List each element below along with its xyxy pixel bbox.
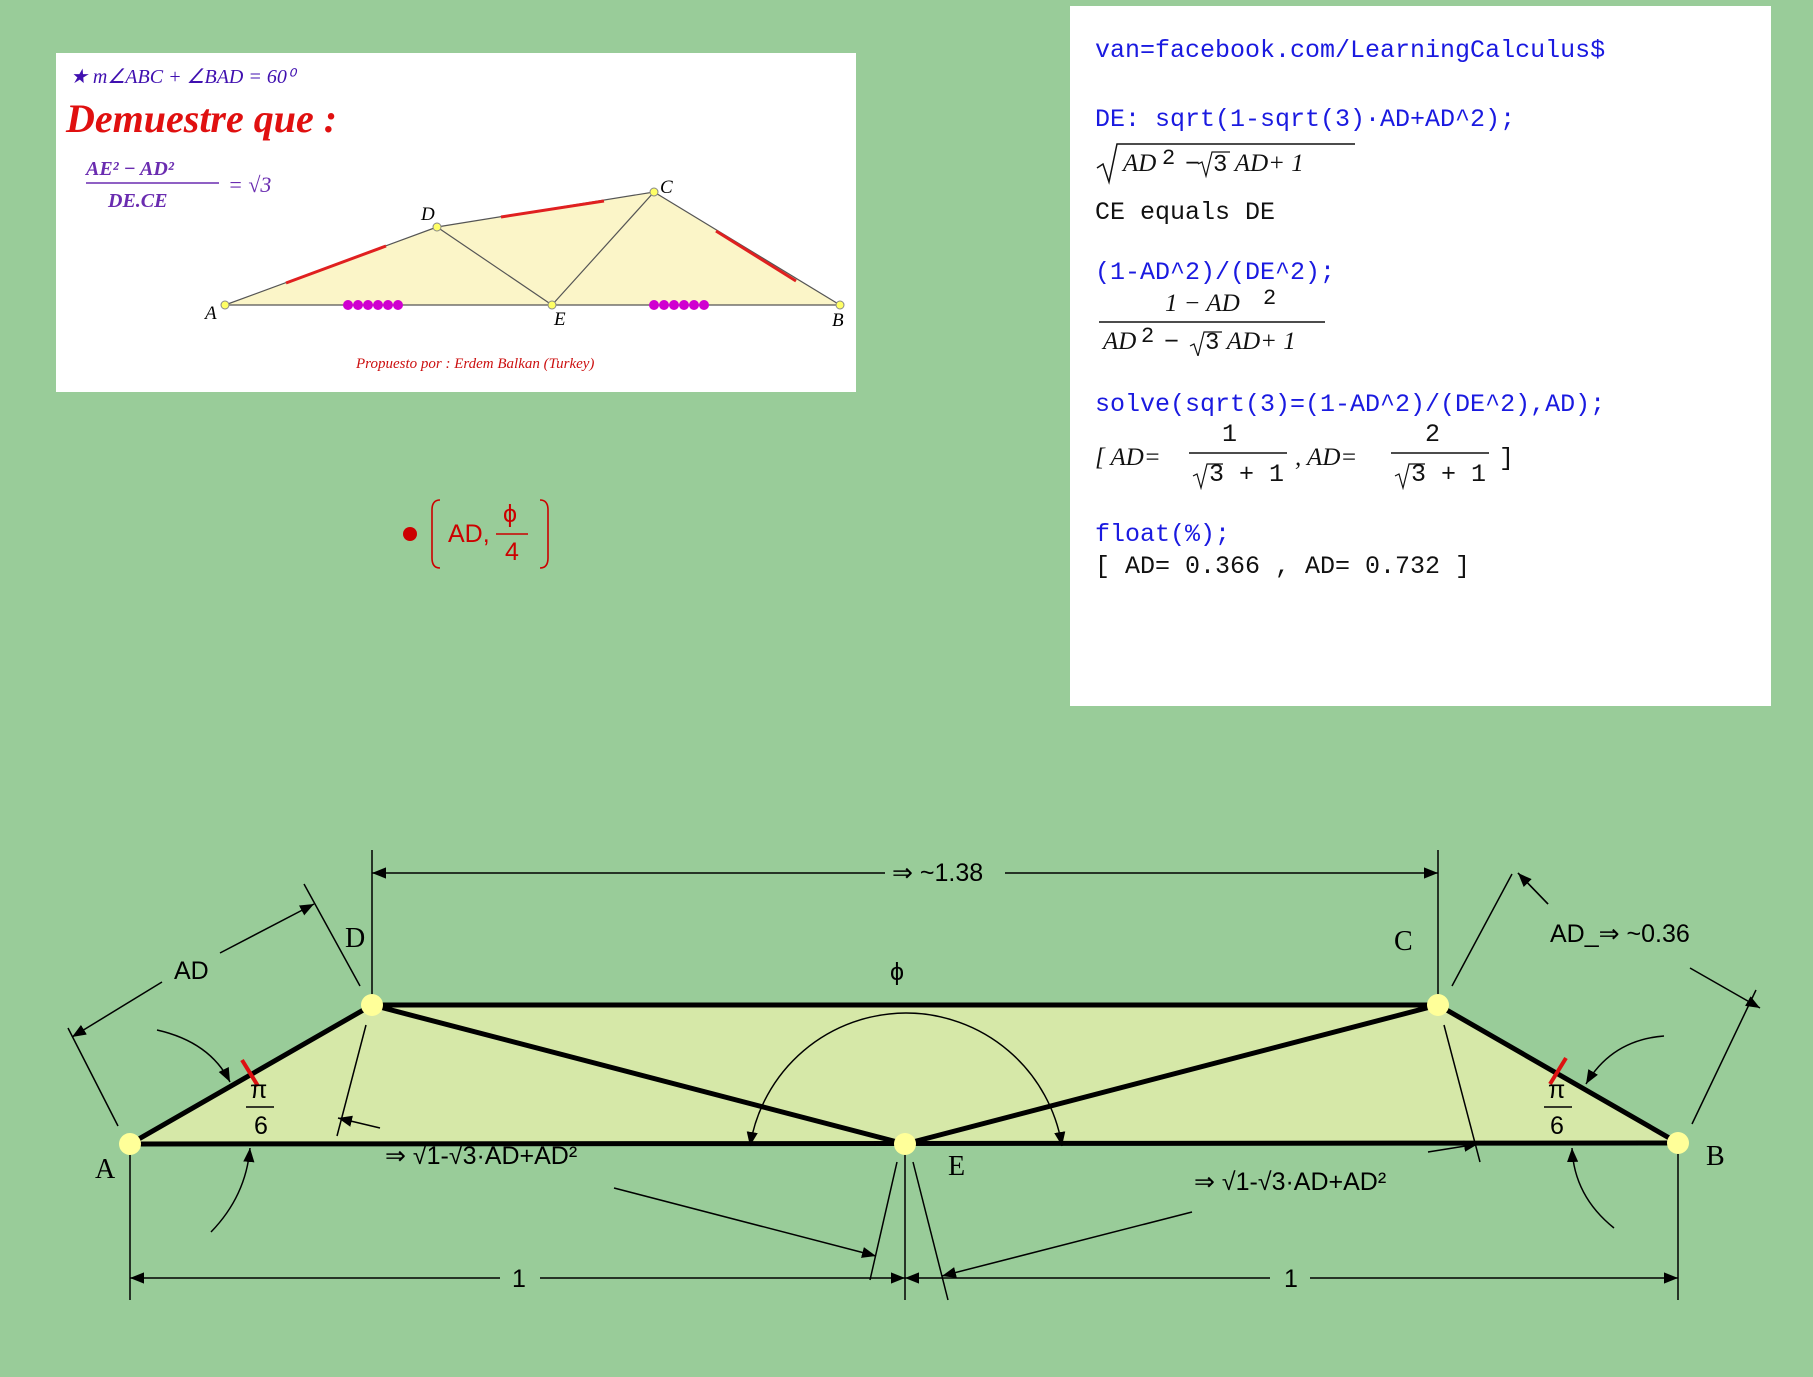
problem-label-e: E bbox=[553, 309, 566, 330]
formula-numerator: AE² − AD² bbox=[84, 158, 175, 180]
problem-image: A D C E B ★ m∠ABC + ∠BAD = 60⁰ Demuestre… bbox=[56, 53, 856, 392]
point-dot-icon bbox=[403, 527, 417, 541]
extension-line-c2 bbox=[1451, 873, 1513, 987]
formula-denominator: DE.CE bbox=[107, 190, 167, 212]
point-label: AD, ϕ 4 bbox=[400, 498, 560, 570]
angle-arc-left-lower bbox=[210, 1147, 255, 1233]
point-label-denominator: 4 bbox=[505, 538, 519, 566]
problem-segment-ce bbox=[551, 191, 655, 306]
cas-input-solve[interactable]: solve(sqrt(3)=(1-AD^2)/(DE^2),AD); bbox=[1095, 390, 1606, 419]
point-label-numerator: ϕ bbox=[503, 500, 518, 528]
dim-arrow-ce-start bbox=[941, 1211, 1193, 1278]
vertex-c[interactable] bbox=[1427, 994, 1449, 1016]
formula-rhs: = √3 bbox=[228, 172, 271, 197]
angle-arc-left-upper bbox=[156, 1029, 231, 1083]
angle-arc-phi bbox=[746, 1012, 1066, 1147]
label-a: A bbox=[95, 1154, 116, 1185]
dim-arrow-de-start bbox=[337, 1115, 381, 1129]
dim-label-ad-right: AD_⇒ ~0.36 bbox=[1550, 920, 1690, 948]
angle-label-right-den: 6 bbox=[1550, 1112, 1564, 1140]
cas-text-ce-equals-de: CE equals DE bbox=[1095, 198, 1276, 227]
vertex-e[interactable] bbox=[894, 1133, 916, 1155]
cas-input-float[interactable]: float(%); bbox=[1095, 520, 1231, 549]
label-d: D bbox=[345, 923, 365, 954]
dim-arrow-de-end bbox=[613, 1187, 877, 1258]
dim-arrow-ad-right-upper bbox=[1517, 872, 1549, 905]
de-expression-right: ⇒ √1-√3·AD+AD² bbox=[1194, 1168, 1386, 1196]
sqrt-radical-icon bbox=[1096, 143, 1355, 185]
extension-line-d2 bbox=[303, 883, 361, 987]
problem-label-d: D bbox=[420, 204, 435, 225]
label-e: E bbox=[948, 1151, 965, 1182]
problem-label-c: C bbox=[660, 177, 673, 198]
trapezoid-fill bbox=[130, 1005, 1678, 1144]
dim-arrow-ad-lower bbox=[71, 981, 163, 1038]
dim-label-ad: AD bbox=[174, 957, 209, 985]
de-expression-left: ⇒ √1-√3·AD+AD² bbox=[385, 1142, 577, 1170]
problem-point-e bbox=[547, 300, 557, 310]
cas-input-ratio[interactable]: (1-AD^2)/(DE^2); bbox=[1095, 258, 1336, 287]
label-c: C bbox=[1394, 926, 1413, 957]
problem-dots-left bbox=[343, 300, 403, 310]
cas-output-de: AD 2 − 3 AD+ 1 bbox=[1095, 142, 1395, 185]
dim-label-top: ⇒ ~1.38 bbox=[892, 859, 983, 887]
angle-label-left-num: π bbox=[250, 1076, 267, 1104]
problem-point-c bbox=[649, 187, 659, 197]
vertex-a[interactable] bbox=[119, 1133, 141, 1155]
angle-label-right-num: π bbox=[1548, 1076, 1565, 1104]
cas-worksheet: van=facebook.com/LearningCalculus$ DE: s… bbox=[1070, 6, 1771, 706]
problem-label-b: B bbox=[832, 310, 844, 331]
angle-label-left-den: 6 bbox=[254, 1112, 268, 1140]
problem-tick-cb bbox=[715, 229, 797, 283]
dim-label-bottom-left: 1 bbox=[512, 1265, 526, 1293]
cas-output-ratio: 1 − AD 2 AD 2 − 3 AD+ 1 bbox=[1095, 286, 1335, 357]
tick-mark-cb bbox=[1548, 1056, 1568, 1086]
vertex-d[interactable] bbox=[361, 994, 383, 1016]
problem-label-a: A bbox=[203, 303, 217, 324]
solve-fractions-icon bbox=[1189, 452, 1489, 490]
de-measure-line-e1 bbox=[869, 1161, 898, 1281]
problem-tick-ad bbox=[285, 244, 387, 285]
extension-line-b bbox=[1691, 989, 1757, 1125]
cas-output-solve: [ AD= 1 3 + 1 , AD= 2 3 + 1 ] bbox=[1095, 420, 1555, 490]
dim-arrow-ad-upper bbox=[219, 903, 315, 954]
problem-dots-right bbox=[649, 300, 709, 310]
extension-line-a bbox=[67, 1027, 119, 1127]
vertex-b[interactable] bbox=[1667, 1132, 1689, 1154]
dim-arrow-ad-right-lower bbox=[1689, 967, 1761, 1009]
problem-heading: Demuestre que : bbox=[65, 96, 337, 141]
angle-label-phi: ϕ bbox=[890, 958, 904, 986]
problem-point-a bbox=[220, 300, 230, 310]
problem-condition: ★ m∠ABC + ∠BAD = 60⁰ bbox=[70, 66, 298, 88]
fraction-bar-icon bbox=[1099, 321, 1325, 356]
problem-point-b bbox=[835, 300, 845, 310]
angle-arc-right-upper bbox=[1585, 1035, 1665, 1085]
point-label-prefix: AD, bbox=[448, 520, 490, 548]
problem-point-d bbox=[432, 222, 442, 232]
problem-credit: Propuesto por : Erdem Balkan (Turkey) bbox=[355, 356, 594, 372]
problem-tick-dc bbox=[500, 199, 605, 219]
problem-segment-de bbox=[436, 226, 553, 306]
cas-input-van[interactable]: van=facebook.com/LearningCalculus$ bbox=[1095, 36, 1606, 65]
label-b: B bbox=[1706, 1141, 1725, 1172]
dim-arrow-ce-end bbox=[1427, 1140, 1479, 1153]
angle-arc-right-lower bbox=[1566, 1147, 1615, 1229]
problem-figure: A D C E B ★ m∠ABC + ∠BAD = 60⁰ Demuestre… bbox=[65, 66, 845, 372]
de-measure-line-e2 bbox=[912, 1161, 949, 1301]
cas-output-float: [ AD= 0.366 , AD= 0.732 ] bbox=[1095, 552, 1471, 581]
ce-measure-line-c bbox=[1443, 1024, 1481, 1163]
problem-shape-fill bbox=[225, 192, 840, 305]
cas-input-de[interactable]: DE: sqrt(1-sqrt(3)·AD+AD^2); bbox=[1095, 105, 1516, 134]
dim-label-bottom-right: 1 bbox=[1284, 1265, 1298, 1293]
tick-mark-ad bbox=[240, 1058, 260, 1088]
point-label-brackets bbox=[403, 499, 549, 569]
segment-de bbox=[371, 1002, 906, 1147]
segment-ce bbox=[904, 1002, 1439, 1147]
